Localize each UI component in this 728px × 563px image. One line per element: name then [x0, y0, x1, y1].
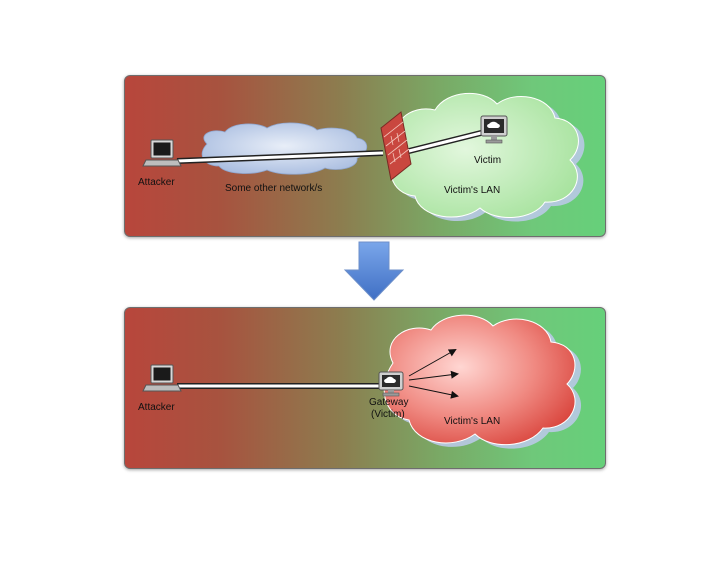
lan-broadcast-arrows	[408, 349, 459, 399]
gateway-label: Gateway	[369, 397, 408, 408]
gateway-computer-icon	[378, 371, 404, 397]
gateway-sub-label: (Victim)	[371, 409, 405, 420]
top-scenario-panel: Attacker Some other network/s Victim Vic…	[124, 75, 606, 237]
victim-lan-label: Victim's LAN	[444, 416, 500, 427]
victim-lan-cloud	[383, 314, 582, 449]
victim-computer-icon	[480, 115, 508, 144]
other-network-cloud	[201, 122, 368, 175]
attacker-laptop-icon	[142, 364, 182, 392]
victim-connection-line	[396, 129, 486, 157]
victim-lan-cloud	[390, 92, 585, 222]
attacker-label: Attacker	[138, 177, 175, 188]
attacker-laptop-icon	[142, 139, 182, 167]
victim-lan-label: Victim's LAN	[444, 185, 500, 196]
bottom-scenario-panel: Attacker Gateway (Victim) Victim's LAN	[124, 307, 606, 469]
attacker-label: Attacker	[138, 402, 175, 413]
other-network-label: Some other network/s	[225, 183, 322, 194]
firewall-icon	[380, 111, 412, 181]
top-scenario-diagram: Attacker Some other network/s Victim Vic…	[138, 92, 585, 222]
transition-down-arrow	[343, 241, 405, 301]
bottom-scenario-diagram: Attacker Gateway (Victim) Victim's LAN	[138, 314, 582, 449]
victim-label: Victim	[474, 155, 501, 166]
attacker-connection-line	[176, 150, 384, 164]
